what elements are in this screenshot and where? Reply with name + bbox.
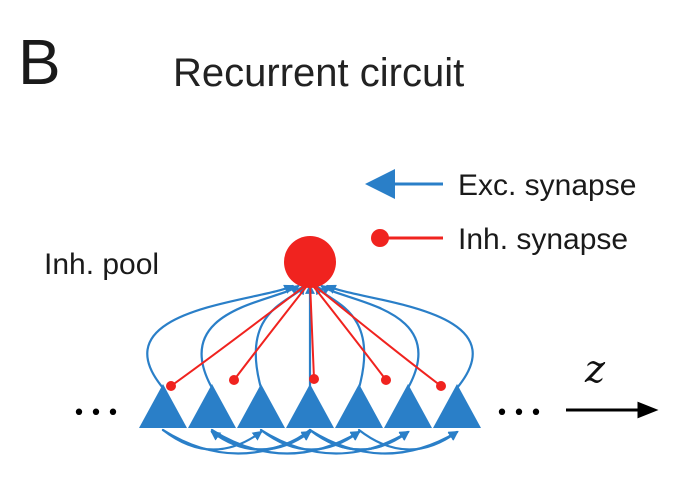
- inh-synapse-dot-1: [166, 381, 176, 391]
- exc-arc-to-pool-1: [146, 284, 295, 390]
- inh-line-to-neuron-3: [309, 281, 315, 380]
- z-axis-label: z: [584, 347, 606, 391]
- excitatory-neuron-5: [335, 384, 383, 428]
- inh-synapse-dot-4: [381, 375, 391, 385]
- recurrent-arc-10: [210, 428, 312, 451]
- inh-line-to-neuron-5: [309, 281, 442, 387]
- inh-synapse-dot-2: [229, 375, 239, 385]
- excitatory-neuron-2: [188, 384, 236, 428]
- excitatory-neuron-1: [139, 384, 187, 428]
- recurrent-arc-7: [308, 428, 459, 455]
- exc-arc-to-pool-3: [254, 284, 306, 390]
- inh-pool-node: [284, 236, 336, 288]
- recurrent-arc-11: [308, 428, 410, 451]
- recurrent-excitatory-connections: [161, 428, 459, 455]
- inh-synapse-dot-3: [309, 374, 319, 384]
- excitatory-neuron-row: [139, 384, 481, 428]
- legend: Exc. synapse Inh. synapse: [365, 169, 636, 256]
- inh-synapse-legend-dot: [371, 229, 389, 247]
- recurrent-arc-8: [210, 428, 361, 455]
- panel-letter: B: [18, 26, 61, 98]
- excitatory-neuron-4: [286, 384, 334, 428]
- right-ellipsis: •••: [496, 401, 547, 426]
- excitatory-neuron-3: [237, 384, 285, 428]
- left-ellipsis: •••: [73, 401, 124, 426]
- inh-line-to-neuron-2: [233, 281, 311, 381]
- exc-arc-to-pool-7: [325, 284, 474, 390]
- exc-arc-to-pool-2: [200, 284, 300, 390]
- inh-synapse-dot-5: [436, 381, 446, 391]
- inh-line-to-neuron-4: [309, 281, 387, 381]
- excitatory-neuron-6: [384, 384, 432, 428]
- inhibitory-connections-to-neurons: [166, 281, 446, 391]
- recurrent-arc-9: [259, 428, 410, 455]
- inh-line-to-neuron-1: [170, 281, 311, 387]
- inh-synapse-legend-label: Inh. synapse: [458, 223, 628, 256]
- inh-pool-label: Inh. pool: [44, 248, 159, 281]
- diagram-title: Recurrent circuit: [173, 51, 464, 95]
- exc-arc-to-pool-5: [314, 284, 366, 390]
- excitatory-neuron-7: [433, 384, 481, 428]
- exc-synapse-legend-label: Exc. synapse: [458, 169, 636, 202]
